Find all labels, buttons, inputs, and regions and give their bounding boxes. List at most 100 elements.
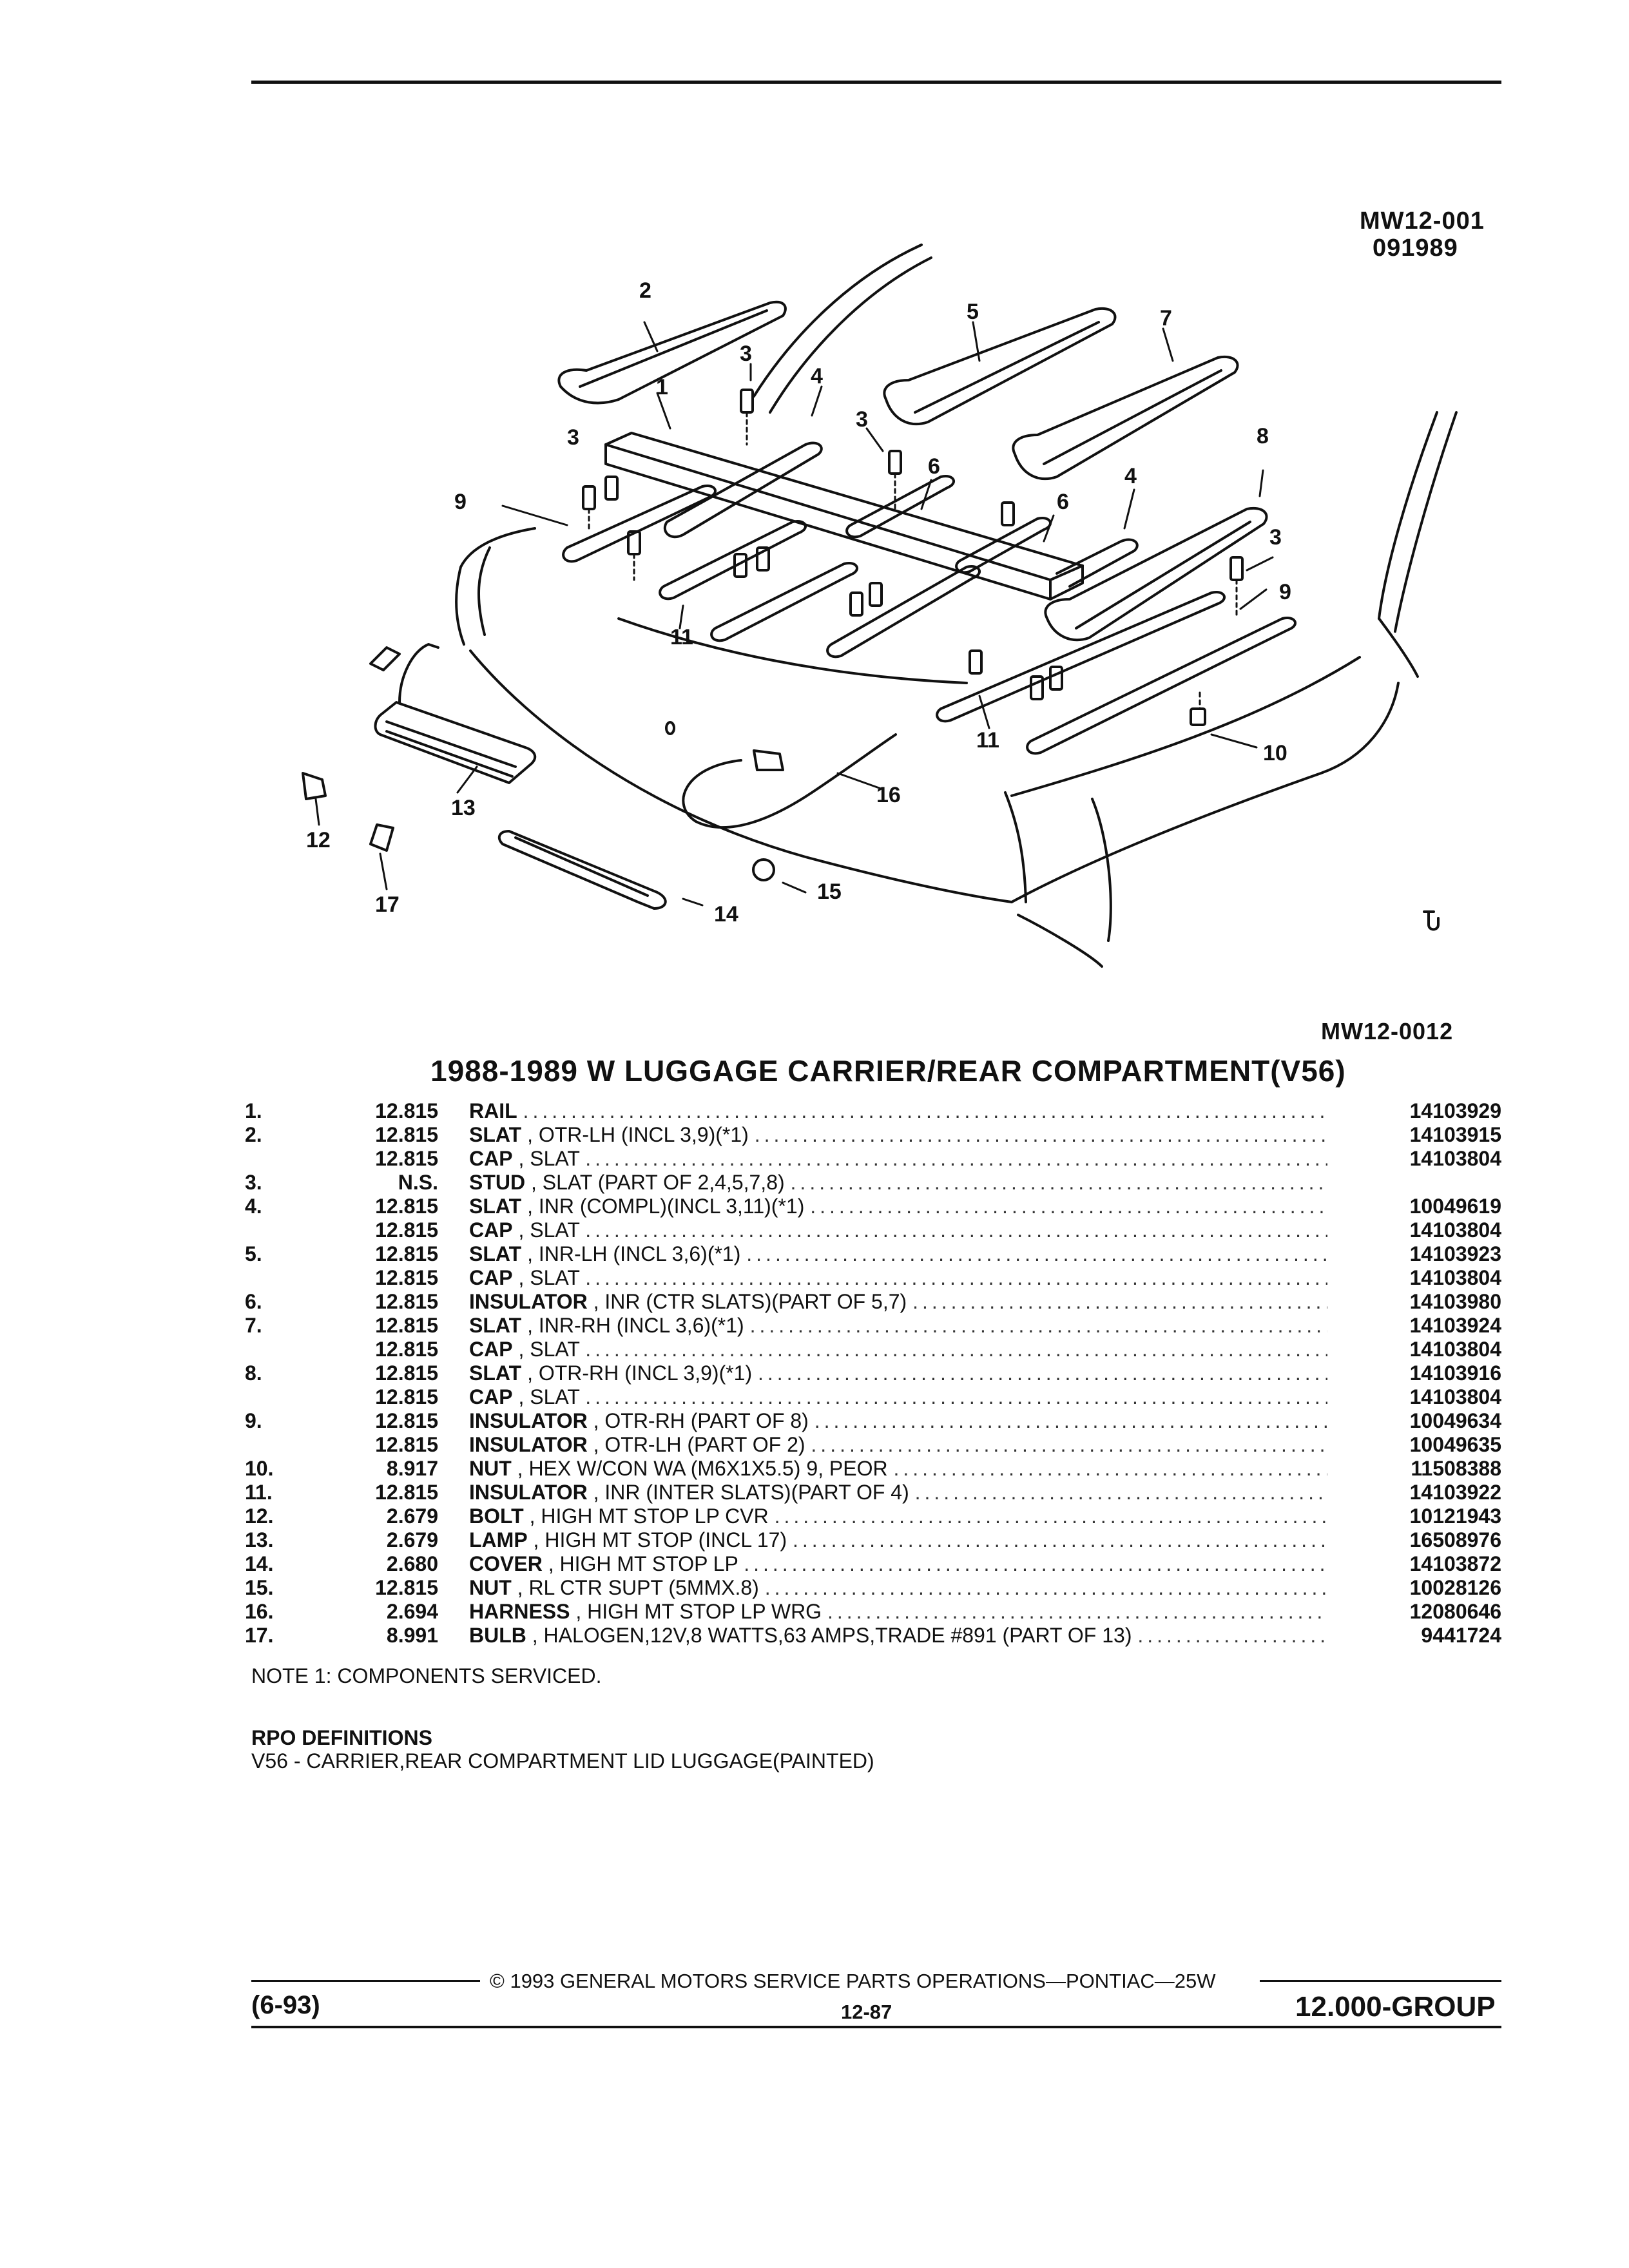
item-detail: , OTR-LH (PART OF 2) [593, 1433, 805, 1456]
part-number: 9441724 [1421, 1624, 1501, 1647]
callout-16: 16 [876, 783, 901, 807]
item-name: SLAT [469, 1361, 522, 1385]
item-name: CAP [469, 1147, 513, 1170]
group-number: 12.815 [375, 1123, 438, 1146]
footer-date-code: (6-93) [251, 1991, 320, 2019]
dot-leader: ........................................… [790, 1171, 1327, 1194]
item-detail: , SLAT [518, 1338, 580, 1361]
item-detail: , INR (COMPL)(INCL 3,11)(*1) [527, 1195, 805, 1218]
callout-13: 13 [451, 796, 476, 820]
group-number: 12.815 [375, 1242, 438, 1265]
item-description: LAMP , HIGH MT STOP (INCL 17) ..........… [469, 1528, 1327, 1552]
item-description: CAP , SLAT .............................… [469, 1147, 1327, 1171]
callout-4b: 4 [1124, 464, 1137, 488]
part-number: 14103804 [1409, 1147, 1501, 1170]
item-name: CAP [469, 1385, 513, 1408]
item-name: LAMP [469, 1528, 528, 1552]
diagram-code: MW12-001 [1360, 207, 1485, 235]
dot-leader: ........................................… [764, 1576, 1327, 1599]
part-number: 10049634 [1409, 1409, 1501, 1432]
group-number: 12.815 [375, 1290, 438, 1313]
item-description: SLAT , OTR-RH (INCL 3,9)(*1) ...........… [469, 1361, 1327, 1385]
item-number: 14. [245, 1552, 274, 1575]
figure-code: MW12-0012 [1321, 1018, 1454, 1044]
footer-rule-left [251, 1980, 480, 1982]
dot-leader: ........................................… [585, 1266, 1327, 1289]
item-detail: , RL CTR SUPT (5MMX.8) [517, 1576, 759, 1599]
callout-9b: 9 [1279, 580, 1291, 604]
item-description: NUT , HEX W/CON WA (M6X1X5.5) 9, PEOR ..… [469, 1457, 1327, 1481]
item-description: CAP , SLAT .............................… [469, 1338, 1327, 1361]
item-name: INSULATOR [469, 1481, 588, 1504]
part-number: 11508388 [1411, 1457, 1501, 1480]
callout-14: 14 [714, 902, 738, 927]
dot-leader: ........................................… [523, 1099, 1327, 1122]
item-number: 4. [245, 1195, 262, 1218]
item-number: 12. [245, 1504, 274, 1528]
dot-leader: ........................................… [814, 1409, 1327, 1432]
item-number: 9. [245, 1409, 262, 1432]
item-description: RAIL ...................................… [469, 1099, 1327, 1123]
dot-leader: ........................................… [912, 1290, 1327, 1313]
footer-copyright: © 1993 GENERAL MOTORS SERVICE PARTS OPER… [490, 1970, 1216, 1992]
group-number: 12.815 [375, 1314, 438, 1337]
item-description: BOLT , HIGH MT STOP LP CVR .............… [469, 1504, 1327, 1528]
item-number: 6. [245, 1290, 262, 1313]
item-detail: , HIGH MT STOP LP WRG [575, 1600, 822, 1623]
item-number: 11. [245, 1481, 273, 1504]
group-number: 12.815 [375, 1338, 438, 1361]
part-number: 14103916 [1409, 1361, 1501, 1385]
footer-page-number: 12-87 [841, 2001, 892, 2023]
group-number: N.S. [398, 1171, 438, 1194]
callout-11b: 11 [976, 728, 999, 753]
dot-leader: ........................................… [585, 1218, 1327, 1242]
group-number: 12.815 [375, 1266, 438, 1289]
item-number: 15. [245, 1576, 274, 1599]
item-number: 8. [245, 1361, 262, 1385]
part-number: 14103915 [1409, 1123, 1501, 1146]
item-name: INSULATOR [469, 1290, 588, 1313]
dot-leader: ........................................… [749, 1314, 1327, 1337]
group-number: 8.991 [386, 1624, 438, 1647]
part-number: 10028126 [1409, 1576, 1501, 1599]
item-name: INSULATOR [469, 1409, 588, 1432]
item-description: NUT , RL CTR SUPT (5MMX.8) .............… [469, 1576, 1327, 1600]
item-number: 17. [245, 1624, 274, 1647]
part-number: 14103804 [1409, 1338, 1501, 1361]
part-number: 14103804 [1409, 1218, 1501, 1242]
item-description: INSULATOR , OTR-RH (PART OF 8) .........… [469, 1409, 1327, 1433]
rpo-definition: V56 - CARRIER,REAR COMPARTMENT LID LUGGA… [251, 1749, 874, 1773]
group-number: 2.694 [386, 1600, 438, 1623]
item-name: CAP [469, 1218, 513, 1242]
callout-3c: 3 [856, 407, 868, 432]
parts-row: 3.N.S.STUD , SLAT (PART OF 2,4,5,7,8) ..… [245, 1171, 1501, 1195]
part-number: 12080646 [1409, 1600, 1501, 1623]
dot-leader: ........................................… [793, 1528, 1327, 1552]
part-number: 14103929 [1409, 1099, 1501, 1122]
callout-17: 17 [375, 892, 400, 917]
item-name: CAP [469, 1338, 513, 1361]
item-description: CAP , SLAT .............................… [469, 1385, 1327, 1409]
item-description: INSULATOR , INR (INTER SLATS)(PART OF 4)… [469, 1481, 1327, 1504]
item-description: SLAT , OTR-LH (INCL 3,9)(*1) ...........… [469, 1123, 1327, 1147]
item-detail: , SLAT [518, 1385, 580, 1408]
callout-5: 5 [967, 300, 979, 324]
group-number: 12.815 [375, 1385, 438, 1408]
callout-8: 8 [1257, 424, 1269, 448]
